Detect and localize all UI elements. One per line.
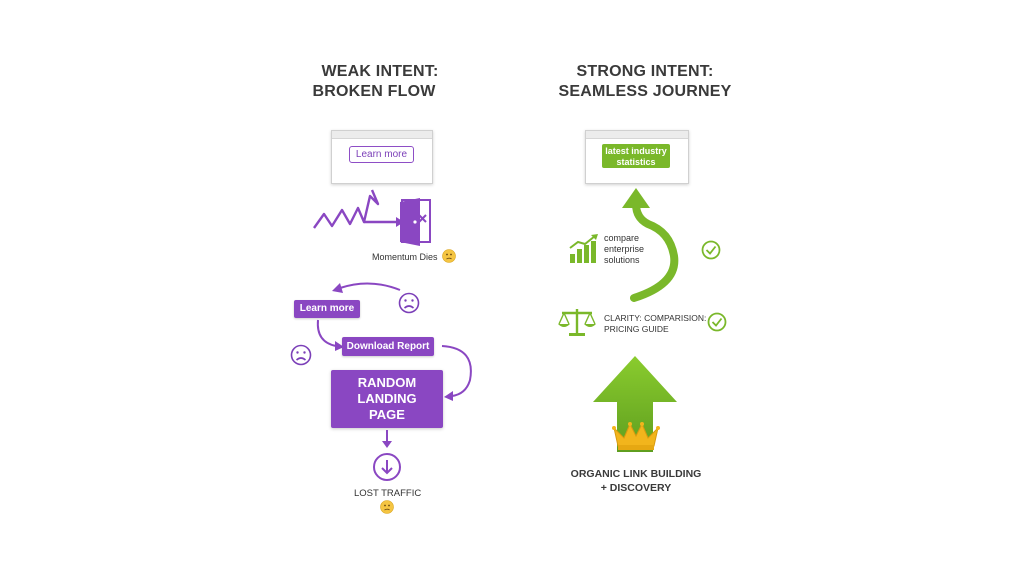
clarity-line1: CLARITY: COMPARISION: [604,313,707,323]
compare-label: compare enterprise solutions [604,233,644,266]
compare-line3: solutions [604,255,640,265]
curved-arrow-mid [316,319,344,351]
confused-emoji-icon [442,249,456,263]
browser-titlebar [332,131,432,139]
right-title-line2: SEAMLESS JOURNEY [558,83,732,100]
down-arrow-small [382,430,392,448]
random-landing-page-box: RANDOM LANDING PAGE [331,370,443,428]
bar-chart-icon [569,234,598,263]
confused-emoji-icon [380,500,394,514]
browser-titlebar [586,131,688,139]
scale-icon [558,309,596,336]
check-circle-icon [707,312,727,332]
crown-icon [612,422,660,450]
browser-learn-more-button[interactable]: Learn more [349,146,414,163]
zigzag-arrow-icon [313,189,404,229]
bottom-line2: + DISCOVERY [600,482,672,494]
download-report-button[interactable]: Download Report [342,337,434,356]
check-circle-icon [701,240,721,260]
learn-more-button[interactable]: Learn more [294,300,360,318]
left-title-line1: WEAK INTENT: [321,63,439,80]
chip-line1: latest industry [605,146,667,156]
curved-arrow-top [332,282,401,293]
up-arrow-icon [593,356,677,452]
right-title: STRONG INTENT: SEAMLESS JOURNEY [545,62,745,102]
landing-line3: PAGE [369,407,405,422]
organic-link-building-label: ORGANIC LINK BUILDING + DISCOVERY [556,467,716,495]
left-browser-window: Learn more [331,130,433,184]
curved-arrow-right [441,345,472,401]
right-browser-window: latest industry statistics [585,130,689,184]
left-title: WEAK INTENT: BROKEN FLOW [290,62,470,102]
lost-traffic-label: LOST TRAFFIC [354,488,422,499]
green-s-curve-arrow [622,188,679,302]
sad-face-icon [290,344,312,366]
clarity-line2: PRICING GUIDE [604,324,669,334]
exit-door-icon [400,198,431,246]
latest-statistics-chip: latest industry statistics [602,144,670,168]
compare-line1: compare [604,233,640,243]
clarity-label: CLARITY: COMPARISION: PRICING GUIDE [604,313,706,335]
right-title-line1: STRONG INTENT: [576,63,714,80]
left-title-line2: BROKEN FLOW [312,83,436,100]
momentum-dies-label: Momentum Dies [372,252,438,262]
landing-line1: RANDOM [357,375,417,390]
bottom-line1: ORGANIC LINK BUILDING [570,468,702,480]
landing-line2: LANDING [357,391,417,406]
compare-line2: enterprise [604,244,645,254]
down-arrow-circle-icon [373,453,401,481]
sad-face-icon [398,292,420,314]
chip-line2: statistics [616,157,656,167]
